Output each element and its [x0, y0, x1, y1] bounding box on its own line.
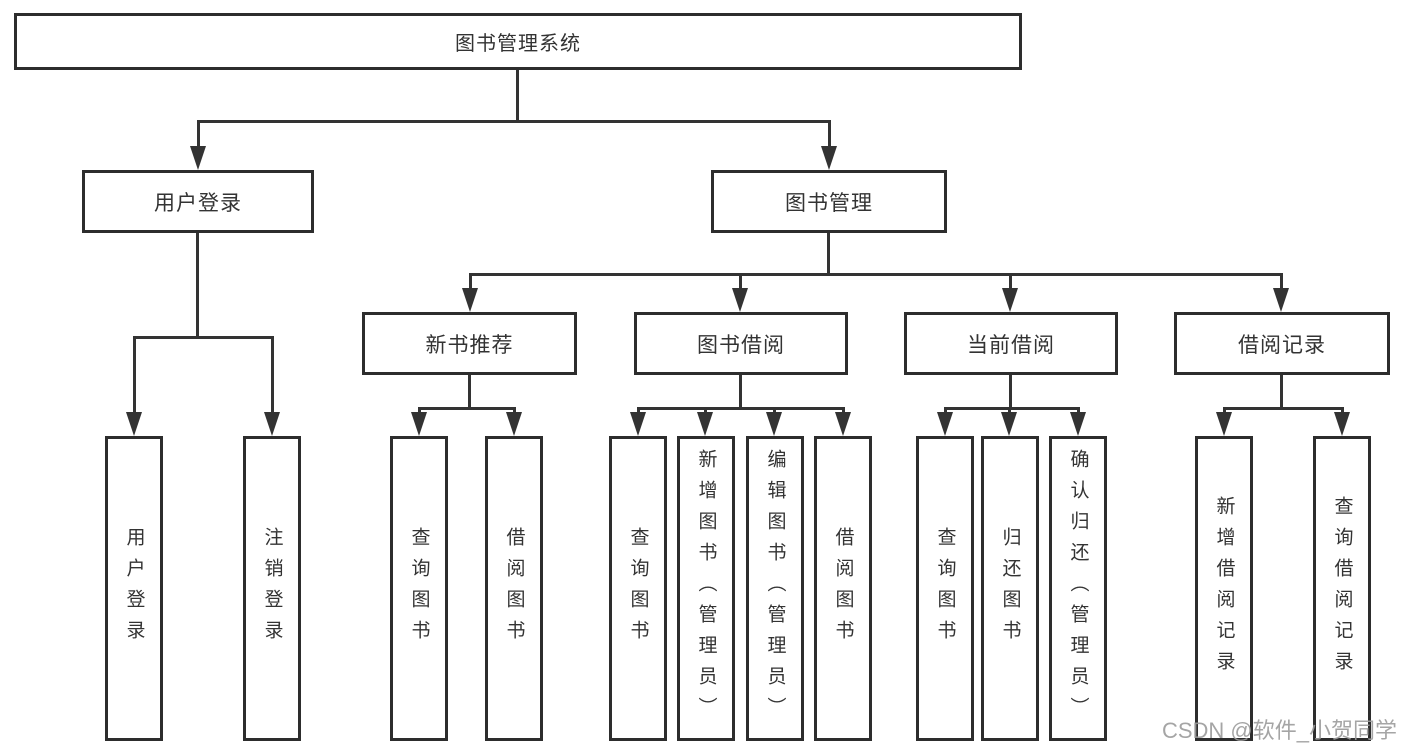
connector-line	[133, 336, 136, 412]
node-root-label: 图书管理系统	[455, 33, 581, 55]
arrowhead-down-icon	[1001, 412, 1017, 436]
connector-line	[828, 120, 831, 150]
connector-line	[944, 407, 1080, 410]
node-book-management-label: 图书管理	[785, 191, 873, 215]
arrowhead-down-icon	[1334, 412, 1350, 436]
connector-line	[1341, 407, 1344, 415]
node-new-book-recommend-label: 新书推荐	[425, 333, 514, 357]
connector-line	[197, 120, 831, 123]
node-user-login-label: 用户登录	[154, 191, 242, 215]
node-user-login: 用户登录	[82, 170, 314, 233]
leaf-records-query-record-label: 查询借阅记录	[1331, 495, 1353, 682]
connector-line	[1008, 407, 1011, 415]
leaf-borrowing-query-books: 查询图书	[609, 436, 667, 741]
leaf-borrowing-query-books-label: 查询图书	[627, 526, 649, 651]
connector-line	[842, 407, 845, 415]
leaf-borrowing-edit-books-admin: 编辑图书（管理员）	[746, 436, 804, 741]
leaf-current-return-books-label: 归还图书	[999, 526, 1021, 651]
leaf-borrowing-add-books-admin-label: 新增图书（管理员）	[695, 449, 717, 728]
leaf-borrowing-add-books-admin: 新增图书（管理员）	[677, 436, 735, 741]
arrowhead-down-icon	[411, 412, 427, 436]
leaf-borrowing-borrow-books: 借阅图书	[814, 436, 872, 741]
arrowhead-down-icon	[1216, 412, 1232, 436]
connector-line	[827, 233, 830, 273]
arrowhead-down-icon	[732, 288, 748, 312]
connector-line	[196, 233, 199, 336]
node-book-borrowing-label: 图书借阅	[697, 333, 785, 357]
connector-line	[516, 70, 519, 120]
connector-line	[469, 273, 1283, 276]
node-book-borrowing: 图书借阅	[634, 312, 848, 375]
leaf-current-confirm-return-admin: 确认归还（管理员）	[1049, 436, 1107, 741]
connector-line	[637, 407, 845, 410]
connector-line	[418, 407, 516, 410]
leaf-newbook-query-books-label: 查询图书	[408, 526, 430, 651]
connector-line	[469, 273, 472, 290]
arrowhead-down-icon	[1273, 288, 1289, 312]
leaf-borrowing-borrow-books-label: 借阅图书	[832, 526, 854, 651]
connector-line	[197, 120, 200, 150]
leaf-records-query-record: 查询借阅记录	[1313, 436, 1371, 741]
arrowhead-down-icon	[1070, 412, 1086, 436]
arrowhead-down-icon	[630, 412, 646, 436]
leaf-newbook-query-books: 查询图书	[390, 436, 448, 741]
leaf-records-add-record-label: 新增借阅记录	[1213, 495, 1235, 682]
arrowhead-down-icon	[462, 288, 478, 312]
arrowhead-down-icon	[1002, 288, 1018, 312]
connector-line	[1280, 273, 1283, 290]
node-book-management: 图书管理	[711, 170, 947, 233]
connector-line	[704, 407, 707, 415]
connector-line	[637, 407, 640, 415]
connector-line	[1009, 375, 1012, 407]
leaf-logout-label: 注销登录	[261, 526, 283, 651]
connector-line	[1077, 407, 1080, 415]
node-root-system: 图书管理系统	[14, 13, 1022, 70]
leaf-user-login-label: 用户登录	[123, 526, 145, 651]
connector-line	[773, 407, 776, 415]
arrowhead-down-icon	[821, 146, 837, 170]
leaf-current-query-books-label: 查询图书	[934, 526, 956, 651]
connector-line	[944, 407, 947, 415]
node-current-borrowing: 当前借阅	[904, 312, 1118, 375]
leaf-newbook-borrow-books-label: 借阅图书	[503, 526, 525, 651]
leaf-user-login: 用户登录	[105, 436, 163, 741]
leaf-current-confirm-return-admin-label: 确认归还（管理员）	[1067, 449, 1089, 728]
arrowhead-down-icon	[264, 412, 280, 436]
arrowhead-down-icon	[937, 412, 953, 436]
arrowhead-down-icon	[506, 412, 522, 436]
connector-line	[468, 375, 471, 407]
connector-line	[513, 407, 516, 415]
connector-line	[1009, 273, 1012, 290]
connector-line	[1223, 407, 1226, 415]
leaf-records-add-record: 新增借阅记录	[1195, 436, 1253, 741]
connector-line	[271, 336, 274, 412]
node-current-borrowing-label: 当前借阅	[967, 333, 1055, 357]
leaf-current-return-books: 归还图书	[981, 436, 1039, 741]
connector-line	[739, 375, 742, 407]
connector-line	[1223, 407, 1343, 410]
leaf-current-query-books: 查询图书	[916, 436, 974, 741]
arrowhead-down-icon	[190, 146, 206, 170]
csdn-watermark: CSDN @软件_小贺同学	[1161, 718, 1397, 743]
arrowhead-down-icon	[766, 412, 782, 436]
arrowhead-down-icon	[126, 412, 142, 436]
leaf-borrowing-edit-books-admin-label: 编辑图书（管理员）	[764, 449, 786, 728]
node-new-book-recommend: 新书推荐	[362, 312, 577, 375]
arrowhead-down-icon	[697, 412, 713, 436]
connector-line	[739, 273, 742, 290]
node-borrow-records: 借阅记录	[1174, 312, 1390, 375]
arrowhead-down-icon	[835, 412, 851, 436]
leaf-newbook-borrow-books: 借阅图书	[485, 436, 543, 741]
connector-line	[133, 336, 273, 339]
connector-line	[1280, 375, 1283, 407]
node-borrow-records-label: 借阅记录	[1238, 333, 1326, 357]
connector-line	[418, 407, 421, 415]
leaf-logout: 注销登录	[243, 436, 301, 741]
